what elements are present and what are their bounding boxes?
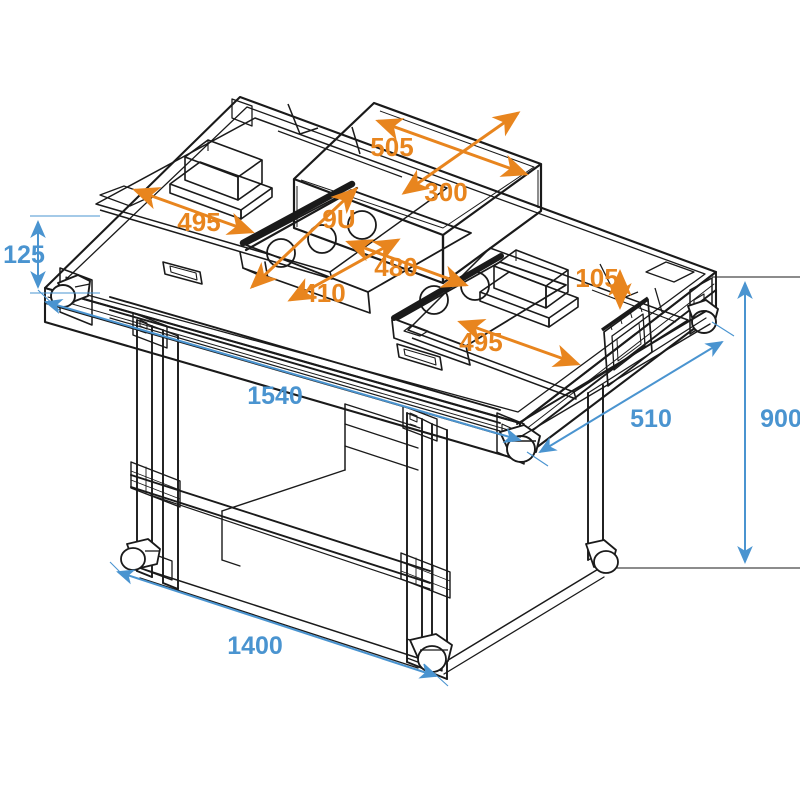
dim-label-410: 410	[302, 278, 345, 308]
dim-label-125: 125	[3, 241, 45, 269]
dim-label-1400: 1400	[227, 632, 283, 660]
dim-300-arrow	[401, 111, 521, 195]
dim-label-1540: 1540	[247, 382, 303, 410]
case-corner-rear-block	[231, 98, 253, 127]
leg-left-bracket-mid	[130, 461, 181, 508]
caster-foot-right	[585, 539, 619, 574]
dim-495-left-arrow	[132, 187, 255, 235]
dim-1400-group	[109, 561, 449, 687]
dim-410-group	[287, 238, 401, 302]
dim-1540-group	[37, 289, 522, 444]
caster-case-front-wheel	[506, 435, 536, 463]
right-tray-rib-2	[654, 287, 663, 313]
modesty-panel-edge-e	[221, 469, 346, 512]
right-tray-cleat	[645, 261, 695, 283]
caster-foot-right-wheel	[593, 550, 619, 574]
dim-510-group	[526, 321, 735, 467]
caster-foot-left-wheel	[120, 547, 146, 571]
modesty-panel-edge-g	[221, 559, 241, 567]
case-handle-left	[162, 261, 203, 285]
dim-495-right-group	[457, 319, 581, 367]
dim-label-300: 300	[424, 177, 467, 207]
dim-label-510: 510	[630, 405, 672, 433]
latch-hinge-tick-b	[619, 316, 623, 325]
rail-mid-left-b	[130, 486, 431, 584]
dim-1400-ext-left	[109, 561, 131, 583]
latch-hinge-teeth	[601, 296, 649, 332]
dim-300-group	[401, 111, 521, 195]
latch-hinge-tick-c	[629, 310, 633, 319]
left-tray-rib-2	[351, 126, 361, 155]
dim-1540-arrow	[44, 298, 522, 444]
modesty-panel-edge-d	[344, 445, 419, 471]
rail-mid-left-a	[130, 474, 431, 572]
dim-510-arrow	[538, 340, 724, 454]
dim-495-right-arrow	[457, 319, 581, 367]
dim-510-ext-b	[526, 451, 549, 467]
rail-bottom-right-a	[439, 567, 601, 666]
dim-label-495-left: 495	[177, 207, 220, 237]
dim-1400-ext-right	[423, 663, 449, 687]
rail-bottom-right-b	[443, 576, 605, 675]
case-handle-left-inner	[169, 265, 198, 281]
case-handle-left-outer	[162, 261, 203, 285]
dim-label-9u: 9U	[322, 204, 355, 234]
dim-label-495-right: 495	[459, 327, 502, 357]
caster-case-left-arm	[74, 283, 91, 288]
dim-label-505: 505	[370, 132, 413, 162]
leg-left-bracket-mid-grid-a	[130, 470, 181, 491]
right-riser-upper-front-r	[545, 270, 569, 309]
caster-foot-left	[120, 538, 161, 571]
dim-1540-ext-left	[37, 289, 61, 312]
dim-label-480: 480	[374, 252, 417, 282]
dim-410-arrow	[287, 238, 401, 302]
dim-9u-group	[249, 186, 359, 290]
dim-label-105: 105	[575, 263, 618, 293]
dim-900-group	[616, 276, 800, 569]
caster-case-right	[687, 299, 719, 334]
dim-495-left-group	[132, 187, 255, 235]
latch-hinge-tick-a	[609, 322, 613, 331]
dim-label-900: 900	[760, 405, 800, 433]
latch-hinge-tick-d	[639, 304, 643, 313]
dim-9u-arrow	[249, 186, 359, 290]
dim-510-ext-a	[711, 321, 735, 337]
leg-left-bracket-mid-grid-b	[130, 479, 181, 500]
dim-1400-arrow	[116, 569, 438, 679]
left-tray-rib-1	[287, 103, 319, 135]
